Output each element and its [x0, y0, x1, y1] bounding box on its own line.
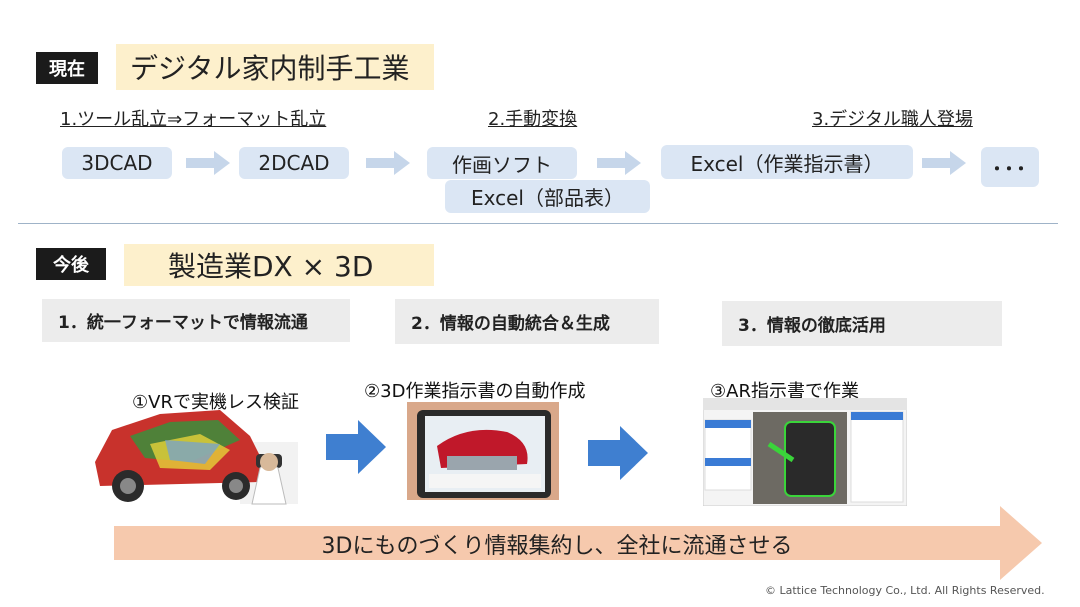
caption-vr: ①VRで実機レス検証	[132, 392, 299, 413]
banner-text: 3Dにものづくり情報集約し、全社に流通させる	[321, 534, 793, 559]
flow-drawing-software: 作画ソフト	[427, 147, 577, 179]
future-title: 製造業DX × 3D	[124, 244, 434, 286]
flow-excel-work-instruction: Excel（作業指示書）	[661, 145, 913, 179]
process-arrow-2	[588, 426, 648, 480]
flow-excel-bom: Excel（部品表）	[445, 180, 650, 213]
flow-ellipsis: ･･･	[981, 147, 1039, 187]
section-divider	[18, 223, 1058, 224]
future-tag: 今後	[36, 248, 106, 280]
flow-arrow-3	[597, 151, 641, 175]
caption-ar: ③AR指示書で作業	[710, 381, 859, 402]
copyright-footer: © Lattice Technology Co., Ltd. All Right…	[765, 584, 1045, 597]
flow-arrow-2	[366, 151, 410, 175]
flow-3dcad: 3DCAD	[62, 147, 172, 179]
flow-arrow-1	[186, 151, 230, 175]
point-2: 2．情報の自動統合＆生成	[395, 299, 659, 344]
step-label-1: 1.ツール乱立⇒フォーマット乱立	[60, 109, 327, 130]
current-tag: 現在	[36, 52, 98, 84]
point-3: 3．情報の徹底活用	[722, 301, 1002, 346]
vr-car-image	[95, 410, 298, 505]
process-arrow-1	[326, 420, 386, 474]
flow-arrow-4	[922, 151, 966, 175]
ar-screen-image	[703, 398, 907, 506]
point-1: 1．統一フォーマットで情報流通	[42, 299, 350, 342]
caption-3d-instructions: ②3D作業指示書の自動作成	[364, 381, 586, 402]
current-title: デジタル家内制手工業	[116, 44, 434, 90]
tablet-image	[407, 402, 559, 500]
step-label-2: 2.手動変換	[488, 109, 578, 130]
banner-arrow	[114, 506, 1042, 580]
step-label-3: 3.デジタル職人登場	[812, 109, 973, 130]
flow-2dcad: 2DCAD	[239, 147, 349, 179]
